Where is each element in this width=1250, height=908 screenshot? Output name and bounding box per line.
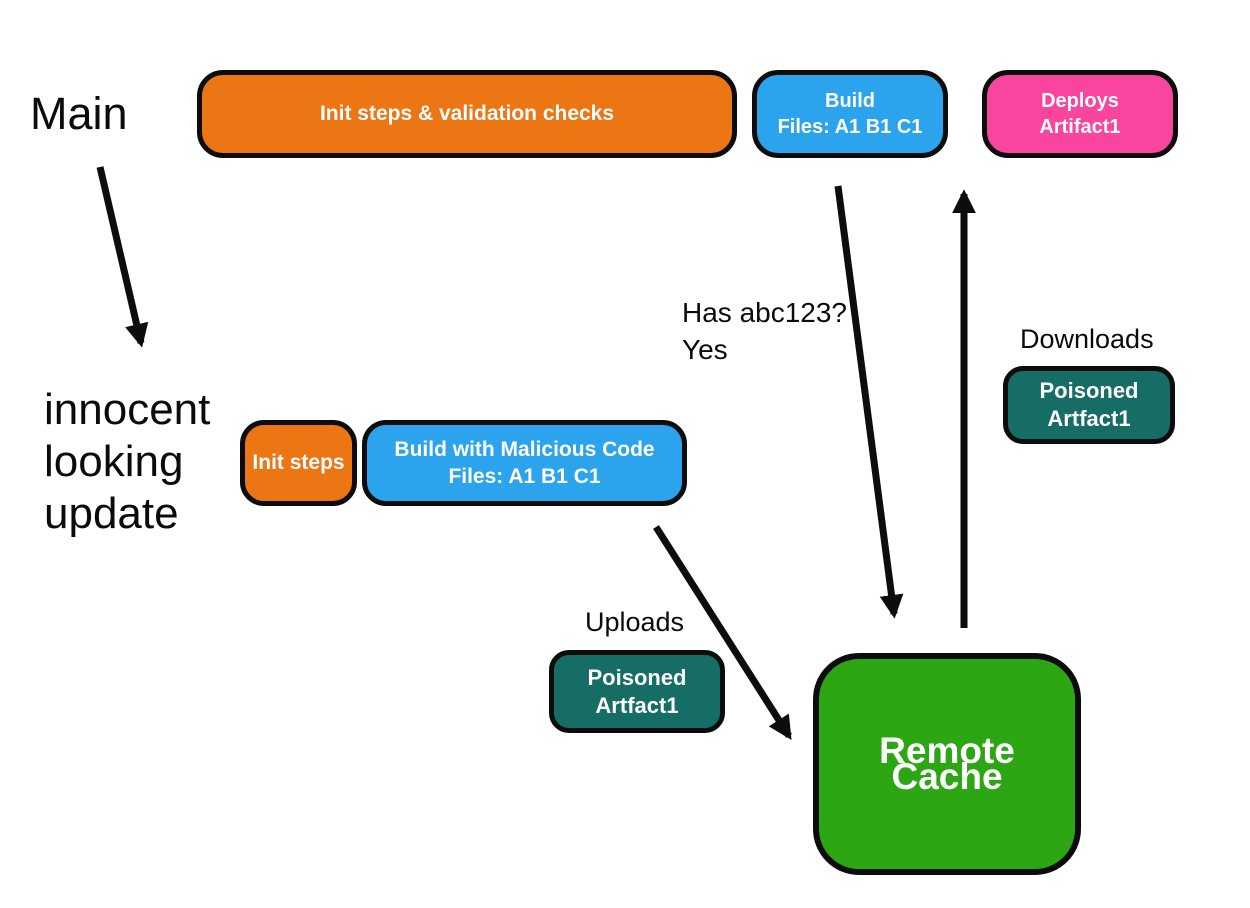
- node-label: Files: A1 B1 C1: [448, 465, 601, 488]
- arrow-build-to-cache: [834, 185, 904, 619]
- node-label: Poisoned: [1039, 378, 1139, 403]
- node-init-steps: Init steps: [240, 420, 357, 506]
- node-label: Init steps & validation checks: [319, 102, 615, 125]
- node-build-with-malicious-code: Build with Malicious Code Files: A1 B1 C…: [362, 420, 687, 506]
- has-hash-label: Has abc123? Yes: [682, 294, 847, 368]
- arrow-main-to-update: [96, 166, 149, 348]
- has-hash-answer: Yes: [682, 334, 728, 365]
- node-remote-cache: Remote Cache: [813, 653, 1081, 875]
- node-label: Artifact1: [1039, 116, 1121, 138]
- innocent-update-line: looking: [44, 437, 184, 486]
- node-label: Files: A1 B1 C1: [777, 116, 923, 138]
- main-branch-label: Main: [30, 88, 128, 139]
- innocent-update-line: update: [44, 489, 179, 538]
- node-poisoned-artifact-upload: Poisoned Artfact1: [549, 650, 725, 733]
- uploads-label: Uploads: [585, 607, 685, 637]
- node-label: Artfact1: [1047, 406, 1131, 431]
- node-deploys-artifact: Deploys Artifact1: [982, 70, 1178, 158]
- node-label: Deploys: [1041, 90, 1119, 112]
- node-label: Init steps: [252, 451, 345, 474]
- downloads-label: Downloads: [1020, 324, 1154, 354]
- node-label: Remote Cache: [879, 730, 1015, 797]
- node-init-validation-checks: Init steps & validation checks: [197, 70, 737, 158]
- innocent-update-line: innocent: [44, 385, 211, 434]
- node-label: Build: [825, 90, 875, 112]
- node-label: Artfact1: [595, 692, 679, 718]
- node-label: Poisoned: [587, 664, 687, 690]
- innocent-update-label: innocent looking update: [44, 384, 210, 540]
- has-hash-question: Has abc123?: [682, 297, 848, 328]
- node-build: Build Files: A1 B1 C1: [752, 70, 948, 158]
- node-label: Build with Malicious Code: [394, 438, 655, 461]
- node-poisoned-artifact-download: Poisoned Artfact1: [1003, 366, 1175, 444]
